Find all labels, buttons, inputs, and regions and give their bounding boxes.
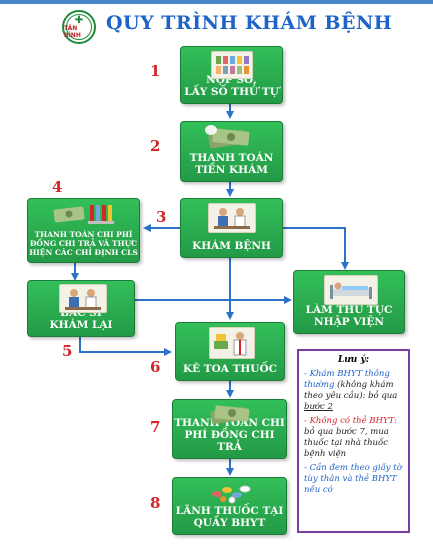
recheck-box: BÁC SĨ KHÁM LẠI bbox=[27, 280, 135, 337]
pharmacist-icon bbox=[209, 327, 255, 359]
step-3-label: KHÁM BỆNH bbox=[192, 240, 271, 252]
top-border bbox=[0, 0, 433, 4]
step-8-number: 8 bbox=[150, 494, 161, 512]
logo-text: TÂN BÌNH bbox=[64, 24, 81, 39]
arrow-3-admit bbox=[283, 227, 349, 270]
admission-box: LÀM THỦ TỤC NHẬP VIỆN bbox=[293, 270, 405, 334]
step-3-box: KHÁM BỆNH bbox=[180, 198, 283, 258]
number-tickets-icon bbox=[211, 51, 253, 79]
page-title: QUY TRÌNH KHÁM BỆNH bbox=[106, 12, 393, 34]
money-tubes-icon bbox=[52, 202, 116, 226]
step-3-number: 3 bbox=[156, 208, 167, 226]
step-6-number: 6 bbox=[150, 358, 161, 376]
money-icon bbox=[203, 124, 255, 150]
note-item-2: - Không có thẻ BHYT: bỏ qua bước 7, mua … bbox=[304, 416, 397, 459]
money-icon bbox=[207, 402, 255, 426]
cross-icon: ✚ bbox=[74, 14, 84, 26]
note-box: Lưu ý: - Khám BHYT thông thường (không k… bbox=[297, 349, 410, 533]
note-item-3: - Cần đem theo giấy tờ tùy thân và thẻ B… bbox=[304, 463, 402, 495]
step-7-number: 7 bbox=[150, 418, 161, 436]
step-7-box: THANH TOÁN CHI PHÍ ĐỒNG CHI TRẢ bbox=[172, 399, 287, 459]
step-2-number: 2 bbox=[150, 137, 161, 155]
hospital-logo: ✚ TÂN BÌNH bbox=[62, 10, 96, 44]
step-6-box: KÊ TOA THUỐC bbox=[175, 322, 285, 381]
step-2-box: THANH TOÁN TIỀN KHÁM bbox=[180, 121, 283, 182]
recheck-label: BÁC SĨ KHÁM LẠI bbox=[49, 307, 113, 331]
step-1-box: NỘP SỔ, LẤY SỐ THỨ TỰ bbox=[180, 46, 283, 104]
step-6-label: KÊ TOA THUỐC bbox=[183, 363, 277, 375]
arrow-recheck-6 bbox=[79, 337, 172, 356]
doctor-patient-icon bbox=[208, 203, 256, 233]
step-2-label: THANH TOÁN TIỀN KHÁM bbox=[189, 152, 274, 176]
step-4-box: THANH TOÁN CHI PHÍ ĐỒNG CHI TRẢ VÀ THỰC … bbox=[27, 198, 140, 263]
step-8-label: LÃNH THUỐC TẠI QUẦY BHYT bbox=[175, 505, 284, 529]
step-8-box: LÃNH THUỐC TẠI QUẦY BHYT bbox=[172, 477, 287, 535]
medicine-pills-icon bbox=[207, 480, 255, 504]
step-1-number: 1 bbox=[150, 62, 161, 80]
step-5-number: 5 bbox=[62, 342, 73, 360]
note-item-1: - Khám BHYT thông thường (không khám the… bbox=[304, 369, 398, 412]
admission-label: LÀM THỦ TỤC NHẬP VIỆN bbox=[305, 304, 393, 328]
doctor-patient-icon bbox=[59, 284, 107, 313]
step-4-number: 4 bbox=[52, 178, 63, 196]
note-title: Lưu ý: bbox=[337, 355, 370, 365]
step-4-label: THANH TOÁN CHI PHÍ ĐỒNG CHI TRẢ VÀ THỰC … bbox=[29, 230, 138, 257]
step-7-label: THANH TOÁN CHI PHÍ ĐỒNG CHI TRẢ bbox=[174, 417, 285, 453]
hospital-bed-icon bbox=[324, 275, 378, 305]
step-1-label: NỘP SỔ, LẤY SỐ THỨ TỰ bbox=[184, 74, 279, 98]
